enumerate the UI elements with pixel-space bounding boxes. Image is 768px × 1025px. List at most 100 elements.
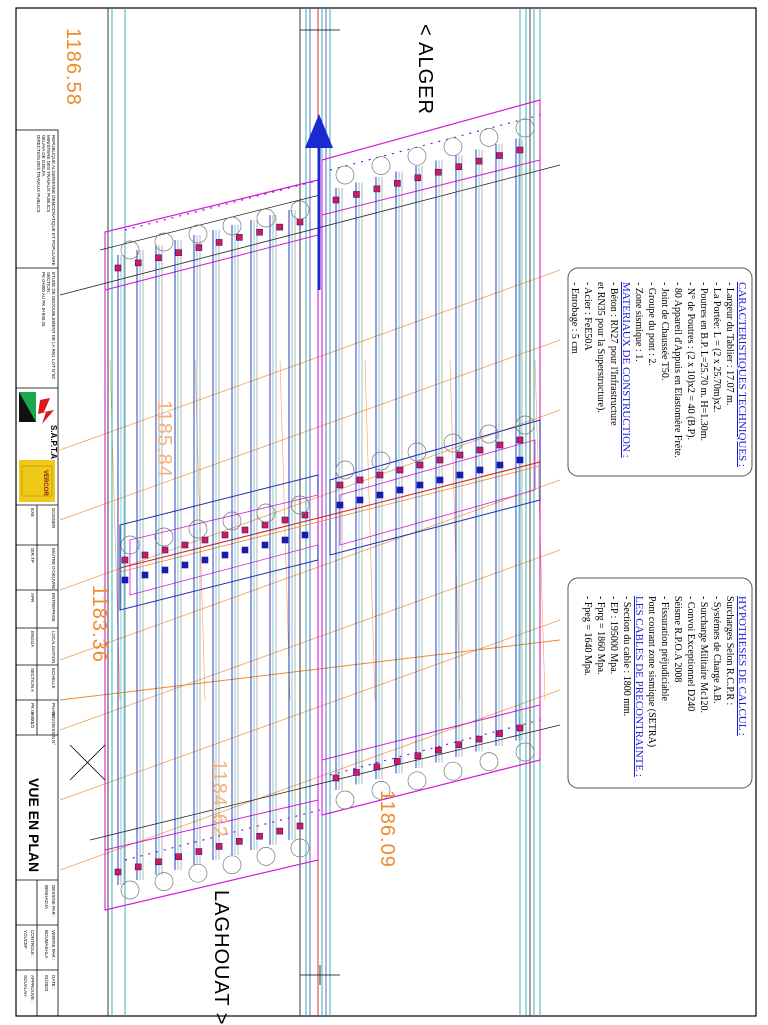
bearing-pad bbox=[373, 185, 381, 193]
bearing-pad bbox=[434, 746, 442, 754]
pile-circle bbox=[188, 224, 208, 244]
direction-label-south: LAGHOUAT > bbox=[210, 890, 232, 1025]
spec-line: - Section du cable : 1800 mm. bbox=[621, 596, 632, 717]
pile-circle bbox=[479, 128, 499, 147]
meta-label: ENTREPRISE bbox=[51, 593, 56, 622]
pile-circle bbox=[515, 118, 535, 138]
header-line: DIRECTION DES TRAVAUX PUBLICS bbox=[36, 135, 41, 213]
tech-specs-title: CARACTERISTIQUES TECHNIQUES : bbox=[736, 282, 748, 467]
spec-line: - EP : 195000 Mpa. bbox=[608, 596, 619, 675]
spec-line: - Acier : FeE50A bbox=[582, 282, 593, 351]
pile-circle bbox=[407, 771, 427, 791]
abutment-band bbox=[104, 799, 319, 911]
grid-line bbox=[364, 359, 376, 701]
pier-band bbox=[339, 439, 536, 546]
pile-circle bbox=[120, 880, 140, 900]
bearing-pad bbox=[236, 838, 243, 845]
bearing-pad bbox=[434, 168, 442, 176]
bearing-pad bbox=[356, 496, 364, 504]
calc-hypotheses-content: HYPOTHESES DE CALCUL : Surcharges Selon … bbox=[581, 596, 748, 786]
pile-circle bbox=[154, 527, 174, 547]
elevation-label: 1186.09 bbox=[376, 790, 398, 868]
pile-circle bbox=[371, 451, 391, 471]
pile-circle bbox=[335, 165, 355, 185]
bearing-pad bbox=[396, 466, 404, 474]
bearing-pad bbox=[215, 239, 223, 246]
bearing-pad bbox=[181, 541, 189, 549]
bearing-pad bbox=[516, 436, 524, 444]
direction-arrow bbox=[305, 114, 333, 290]
pile-circle bbox=[335, 790, 355, 810]
meta-value: APR bbox=[30, 593, 35, 603]
sign-label: APPROUVE : bbox=[30, 975, 35, 1003]
bearing-pad bbox=[175, 249, 182, 256]
spec-line: - Fissuration préjudiciable bbox=[659, 596, 670, 701]
pile-circle bbox=[371, 156, 391, 175]
direction-label-north: < ALGER bbox=[414, 24, 436, 115]
bearing-pad bbox=[416, 461, 424, 469]
bearing-pad bbox=[496, 730, 503, 737]
sign-label: CONTROLE : bbox=[30, 930, 35, 958]
meta-value: ENGOA bbox=[30, 631, 35, 648]
title-block-project: ETUDE DE DEDOUBLEMENT DE LA RN1 LOT N°02… bbox=[41, 272, 56, 387]
tech-specs-box bbox=[567, 267, 753, 477]
spec-line: - Zone sismique : 1. bbox=[633, 282, 644, 362]
pile-circle bbox=[154, 232, 174, 252]
grid-line bbox=[449, 359, 461, 701]
bearing-pad bbox=[455, 163, 462, 170]
pile-circle bbox=[290, 200, 310, 220]
bearing-pad bbox=[476, 466, 484, 474]
bearing-pad bbox=[376, 471, 384, 479]
bearing-pad bbox=[241, 546, 249, 554]
bearing-pad bbox=[496, 152, 503, 159]
deck-outlines bbox=[59, 99, 561, 911]
bearing-pad bbox=[496, 461, 504, 469]
bearing-pad bbox=[114, 868, 122, 876]
bearing-pad bbox=[256, 228, 263, 236]
bearing-pad bbox=[221, 551, 229, 559]
drawing-title: VUE EN PLAN bbox=[26, 778, 42, 873]
bearing-pad bbox=[475, 735, 483, 743]
spec-line: - La Portée: L = (2 x 25.70m)x2. bbox=[711, 282, 722, 413]
bearing-pad bbox=[496, 441, 504, 449]
elevation-label: 1186.58 bbox=[62, 28, 84, 106]
pier-band bbox=[119, 474, 319, 611]
company-name: S.A.P.T.A bbox=[49, 425, 58, 460]
pile-circle bbox=[443, 137, 463, 157]
spec-line: Pont courant zone sismique (SETRA) bbox=[646, 596, 657, 748]
skew-line bbox=[99, 194, 321, 251]
spec-line: - Surcharge Militaire Mc120. bbox=[698, 596, 709, 714]
bearing-pad bbox=[281, 516, 289, 524]
spec-line: - N° de Poutres : (2 x 10)x2 = 40 (B.P). bbox=[685, 282, 696, 440]
bearing-pad bbox=[456, 471, 464, 479]
pile-circle bbox=[256, 208, 276, 228]
bearing-pad bbox=[261, 541, 269, 549]
sign-value: SOUALAH bbox=[23, 975, 28, 997]
spec-line: - Enrobage : 5 cm bbox=[569, 282, 580, 354]
spec-line: - Fprg = 1860 Mpa. bbox=[595, 596, 606, 675]
bearing-pad bbox=[114, 264, 122, 272]
bearing-pad bbox=[475, 157, 483, 165]
pile-circle bbox=[120, 535, 140, 555]
pile-circle bbox=[120, 240, 140, 260]
bearing-pad bbox=[281, 536, 289, 544]
meta-value: 1/2 bbox=[30, 722, 35, 729]
spec-line: - Béton : RN27 pour l'Infrastructure bbox=[608, 282, 619, 426]
bearing-pad bbox=[373, 763, 381, 771]
bearing-pad bbox=[141, 571, 149, 579]
bearing-pad bbox=[296, 218, 304, 226]
pile-circle bbox=[256, 847, 276, 866]
sign-label: DESSINE PAR : bbox=[51, 885, 56, 918]
bearing-pad bbox=[241, 526, 249, 534]
pile-circle bbox=[290, 838, 310, 858]
pile-circle bbox=[515, 415, 535, 435]
bearing-pad bbox=[141, 551, 149, 559]
pile-circle bbox=[443, 433, 463, 453]
bearing-pad bbox=[221, 531, 229, 539]
bearing-pad bbox=[476, 446, 484, 454]
calc-title: HYPOTHESES DE CALCUL : bbox=[736, 596, 748, 736]
company-logo bbox=[19, 392, 55, 502]
meta-label: REV. bbox=[51, 712, 56, 723]
